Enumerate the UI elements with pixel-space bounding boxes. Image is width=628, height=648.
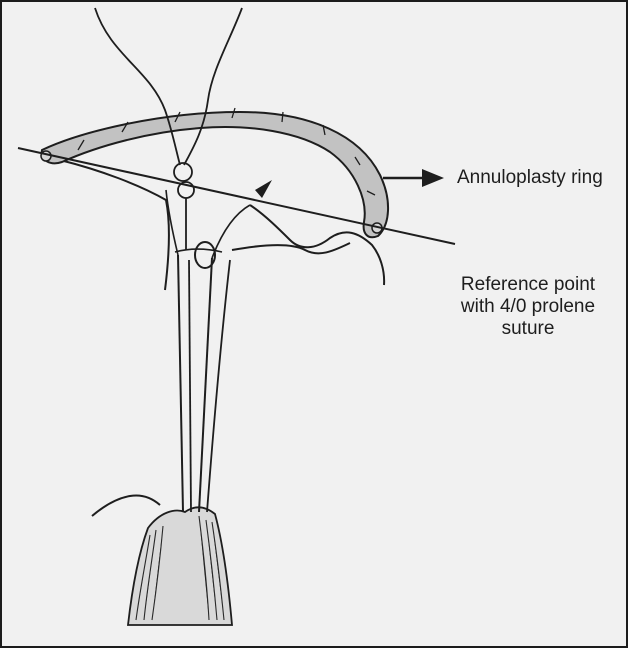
papillary-muscle <box>92 495 232 625</box>
annuloplasty-ring-label: Annuloplasty ring <box>457 167 603 189</box>
reference-point-label: Reference point with 4/0 prolene suture <box>442 274 614 340</box>
suture-loop <box>175 242 222 268</box>
reference-point-line-2: with 4/0 prolene <box>442 296 614 318</box>
chordae-tendineae <box>166 190 250 512</box>
reference-point-line-1: Reference point <box>442 274 614 296</box>
ring-arrow <box>383 169 444 187</box>
reference-point-line-3: suture <box>442 318 614 340</box>
mitral-leaflets <box>60 160 384 290</box>
reference-suture-line <box>18 148 455 244</box>
